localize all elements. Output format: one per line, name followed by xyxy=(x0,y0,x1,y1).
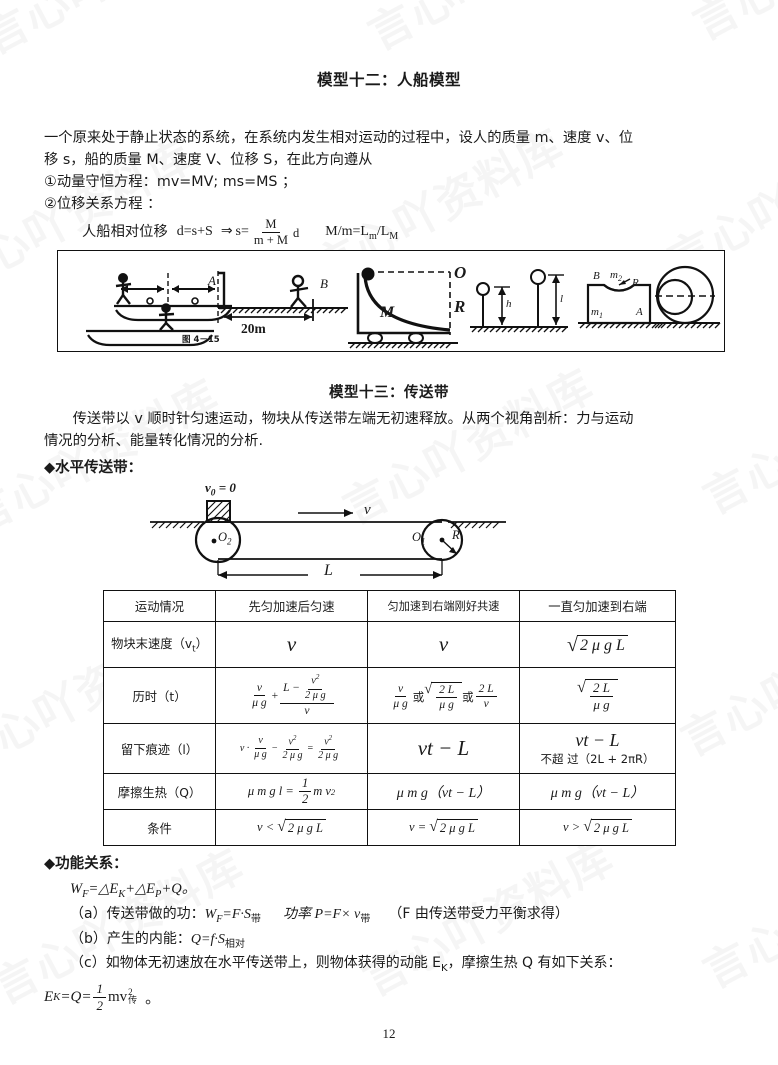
cell-final-velocity-c1: v xyxy=(215,621,368,668)
figure-label-m2: m2 xyxy=(610,269,622,284)
rel-s-label: s= xyxy=(235,224,249,240)
figure-label-20m: 20m xyxy=(241,321,266,336)
model-13-intro-line-2: 情况的分析、能量转化情况的分析. xyxy=(44,433,263,450)
figure-label-O: O xyxy=(454,263,467,282)
row-label-condition: 条件 xyxy=(103,809,216,847)
model-12-intro-line-1: 一个原来处于静止状态的系统，在系统内发生相对运动的过程中，设人的质量 m、速度 … xyxy=(44,130,634,146)
table-header-motion-case: 运动情况 xyxy=(103,590,216,622)
figure-label-R2: R xyxy=(632,277,639,289)
page-number: 12 xyxy=(382,1026,396,1041)
cell-friction-heat-c3: μ m g（vt − L） xyxy=(519,772,676,811)
model-12-item-1: ①动量守恒方程：mv=MV; ms=MS ； xyxy=(44,174,297,191)
energy-item-a-label: （a）传送带做的功： xyxy=(70,905,205,922)
figure-label-R: R xyxy=(454,297,466,316)
table-header-row: 运动情况 先匀加速后匀速 匀加速到右端刚好共速 一直匀加速到右端 xyxy=(103,590,676,622)
fraction-numerator: M xyxy=(262,217,280,233)
conveyor-belt-svg xyxy=(150,500,506,579)
model-13-title: 模型十三：传送带 xyxy=(329,385,449,401)
table-header-accel-exact: 匀加速到右端刚好共速 xyxy=(367,590,520,622)
energy-item-a: （a）传送带做的功： WF=F·S带 功率 P=F× v带 （F 由传送带受力平… xyxy=(44,903,754,925)
energy-item-b-label: （b）产生的内能： xyxy=(70,930,191,947)
cell-final-velocity-c2: v xyxy=(367,621,520,668)
figure-label-B: B xyxy=(320,276,328,291)
implies-arrow: ⇒ xyxy=(220,223,233,240)
model-12-item-2: ②位移关系方程 ： xyxy=(44,196,162,213)
energy-item-a-power: 功率 P=F× v带 xyxy=(283,906,371,925)
watermark: 言心吖资料库 xyxy=(355,0,629,63)
cell-condition-c3: v > √2 μ g L xyxy=(519,809,676,847)
table-row: 条件 v < √2 μ g L v = √2 μ g L v > xyxy=(103,809,676,847)
belt-label-O2: O2 xyxy=(218,530,232,547)
cell-trace-c3: vt − L 不超 过（2L + 2πR） xyxy=(519,723,676,774)
figure-label-B2: B xyxy=(593,270,600,282)
row-label-friction-heat: 摩擦生热（Q） xyxy=(103,772,216,811)
energy-main-equation: WF=△EK+△EP+Q。 xyxy=(70,881,197,900)
energy-item-b: （b）产生的内能：Q=f·S相对 xyxy=(44,928,754,950)
cell-condition-c2: v = √2 μ g L xyxy=(367,809,520,847)
table-header-accel-whole: 一直匀加速到右端 xyxy=(519,590,676,622)
figure-label-A2: A xyxy=(636,306,643,318)
figure-caption: 图 4－15 xyxy=(182,335,220,345)
energy-item-a-formula: WF=F·S带 xyxy=(204,906,262,925)
row-label-final-velocity: 物块末速度（vt） xyxy=(103,621,216,668)
figure-label-M: M xyxy=(380,304,395,321)
energy-item-c: （c）如物体无初速放在水平传送带上，则物体获得的动能 EK，摩擦生热 Q 有如下… xyxy=(70,955,622,975)
energy-relation-heading: ◆功能关系： xyxy=(44,856,128,872)
cell-trace-c2: vt − L xyxy=(367,723,520,774)
energy-item-a-note: （F 由传送带受力平衡求得） xyxy=(388,905,569,922)
row-label-duration: 历时（t） xyxy=(103,667,216,724)
relative-displacement-equation: 人船相对位移 d=s+S ⇒ s= M m + M d M/m=Lm/LM xyxy=(44,217,744,247)
model-12-title: 模型十二：人船模型 xyxy=(316,71,461,89)
belt-label-v0: v0 = 0 xyxy=(205,480,236,499)
length-ratio-head: M/m=L xyxy=(325,223,369,239)
model-12-figure-svg xyxy=(86,265,721,349)
belt-label-v: v xyxy=(364,502,371,518)
model-12-intro-line-2: 移 s，船的质量 M、速度 V、位移 S，在此方向遵从 xyxy=(44,152,373,169)
model-13-intro-line-1: 传送带以 v 顺时针匀速运动，物块从传送带左端无初速释放。从两个视角剖析：力与运… xyxy=(72,411,634,427)
belt-label-O1: O1 xyxy=(412,530,426,547)
belt-label-R: R xyxy=(452,528,460,542)
figure-label-m1: m1 xyxy=(591,306,603,321)
fraction-denominator: m + M xyxy=(253,232,289,247)
horizontal-belt-subheading: ◆水平传送带： xyxy=(44,460,143,477)
relative-displacement-label: 人船相对位移 xyxy=(82,224,168,241)
figure-label-h: h xyxy=(506,298,512,310)
table-header-accel-then-uniform: 先匀加速后匀速 xyxy=(215,590,368,622)
fraction-tail-d: d xyxy=(293,225,300,240)
energy-item-c-label: （c）如物体无初速放在水平传送带上，则物体获得的动能 E xyxy=(70,955,441,972)
belt-analysis-table: 运动情况 先匀加速后匀速 匀加速到右端刚好共速 一直匀加速到右端 物块末速度（v… xyxy=(103,590,676,847)
length-ratio: M/m=Lm/LM xyxy=(325,221,398,244)
cell-final-velocity-c3: √2 μ g L xyxy=(519,621,676,668)
watermark: 言心吖资料库 xyxy=(680,0,778,53)
figure-label-l: l xyxy=(560,293,564,305)
watermark: 言心吖资料库 xyxy=(0,0,244,67)
cell-condition-c1: v < √2 μ g L xyxy=(215,809,368,847)
mass-ratio-fraction: M m + M xyxy=(251,217,291,247)
conveyor-belt-figure: v0 = 0 v O2 O1 R L xyxy=(148,480,508,585)
belt-label-L: L xyxy=(324,562,333,579)
figure-label-A: A xyxy=(208,273,216,288)
rel-equation: d=s+S xyxy=(176,224,213,240)
length-ratio-sub-M: M xyxy=(389,230,399,242)
table-row: 物块末速度（vt） v v √2 μ g L xyxy=(103,621,676,668)
length-ratio-mid: /L xyxy=(376,223,390,239)
row-label-trace: 留下痕迹（l） xyxy=(103,723,216,774)
watermark: 言心吖资料库 xyxy=(668,582,778,768)
model-12-figure: A B 20m M O R h l 图 4－15 B m2 R m1 A xyxy=(57,250,725,352)
length-ratio-sub-m: m xyxy=(368,230,377,242)
cell-friction-heat-c2: μ m g（vt − L） xyxy=(367,772,520,811)
energy-item-b-formula: Q=f·S相对 xyxy=(190,931,246,950)
